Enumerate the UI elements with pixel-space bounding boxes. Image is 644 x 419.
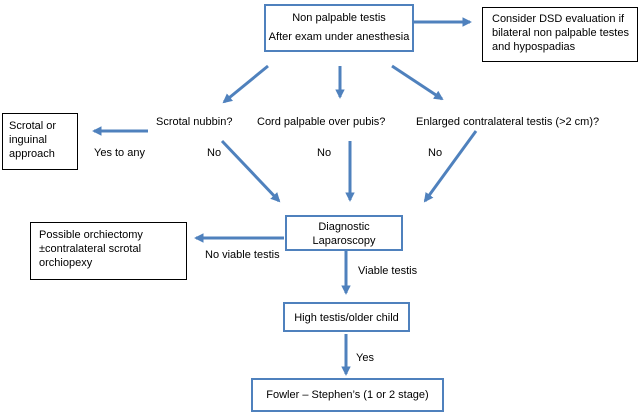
orchiectomy-line1: Possible orchiectomy [39, 229, 143, 241]
arrow-enlarged-to-laparoscopy [423, 130, 478, 203]
dsd-evaluation-box: Consider DSD evaluation if bilateral non… [482, 7, 638, 62]
label-viable-testis: Viable testis [358, 265, 418, 277]
label-no-cord: No [317, 147, 332, 159]
orchiectomy-box: Possible orchiectomy ±contralateral scro… [30, 222, 187, 280]
laparoscopy-line2: Laparoscopy [312, 235, 376, 247]
start-node-line1: Non palpable testis [292, 12, 386, 24]
high-testis-label: High testis/older child [294, 312, 399, 324]
label-no-viable-testis: No viable testis [205, 249, 280, 261]
label-no-nubbin: No [207, 147, 222, 159]
label-no-enlarged: No [428, 147, 443, 159]
scrotal-approach-line2: inguinal [9, 134, 47, 146]
scrotal-approach-box: Scrotal or inguinal approach [2, 113, 78, 170]
laparoscopy-node: Diagnostic Laparoscopy [285, 215, 403, 251]
arrow-start-to-enlarged [391, 64, 444, 101]
arrow-nubbin-to-laparoscopy [220, 139, 281, 203]
label-yes: Yes [356, 352, 374, 364]
question-enlarged-contralateral: Enlarged contralateral testis (>2 cm)? [416, 116, 600, 128]
dsd-line1: Consider DSD evaluation if [492, 13, 625, 25]
dsd-line3: and hypospadias [492, 41, 576, 53]
high-testis-node: High testis/older child [283, 302, 410, 332]
question-scrotal-nubbin: Scrotal nubbin? [156, 116, 233, 128]
label-yes-to-any: Yes to any [94, 147, 145, 159]
scrotal-approach-line3: approach [9, 148, 55, 160]
question-cord-palpable: Cord palpable over pubis? [257, 116, 386, 128]
fowler-stephens-node: Fowler – Stephen’s (1 or 2 stage) [251, 378, 444, 412]
dsd-line2: bilateral non palpable testes [492, 27, 629, 39]
orchiectomy-line3: orchiopexy [39, 257, 93, 269]
fowler-stephens-label: Fowler – Stephen’s (1 or 2 stage) [266, 389, 429, 401]
scrotal-approach-line1: Scrotal or [9, 120, 57, 132]
start-node: Non palpable testis After exam under ane… [264, 4, 414, 52]
start-node-line2: After exam under anesthesia [268, 31, 410, 43]
orchiectomy-line2: ±contralateral scrotal [39, 243, 142, 255]
laparoscopy-line1: Diagnostic [318, 221, 370, 233]
arrow-start-to-nubbin [222, 64, 269, 104]
